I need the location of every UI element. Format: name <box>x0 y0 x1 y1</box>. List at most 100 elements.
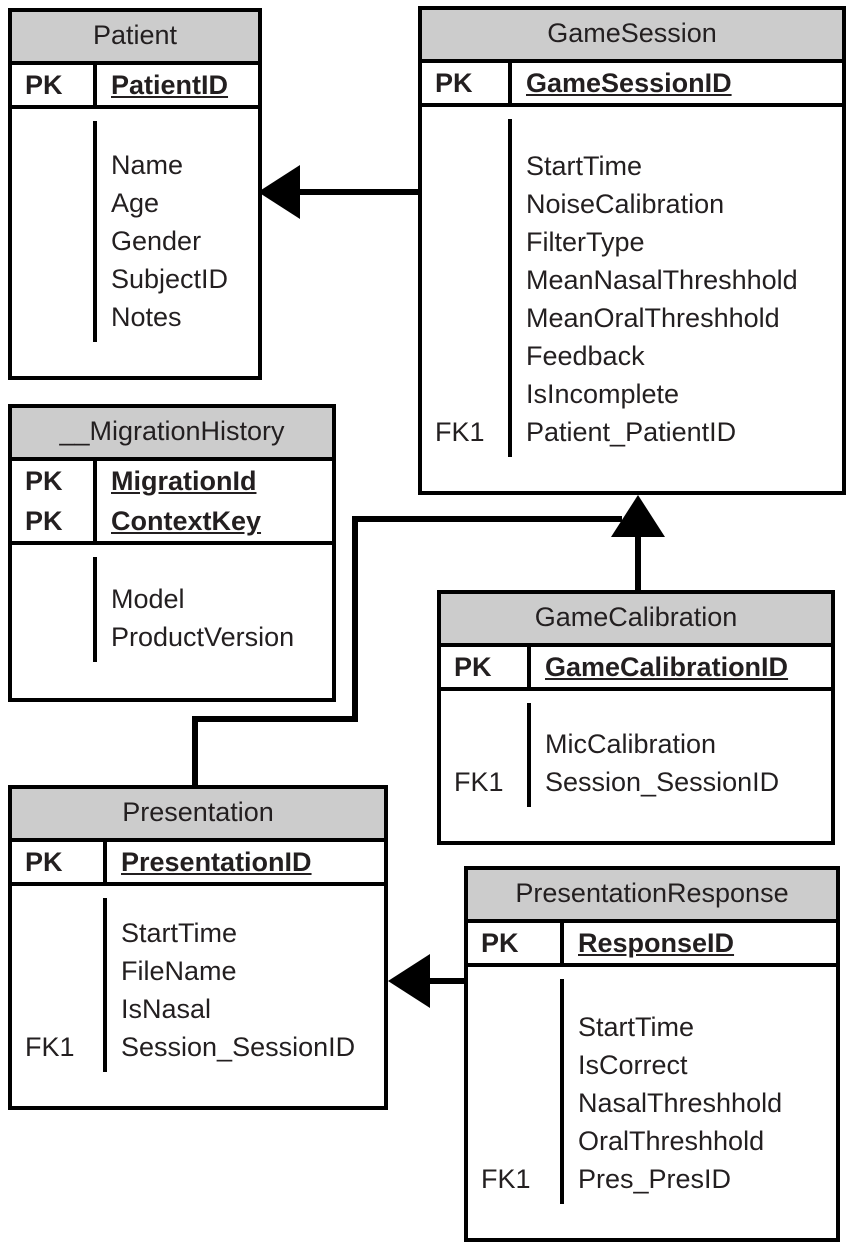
entity-gamecalibration-pk-section: PK GameCalibrationID <box>441 647 831 691</box>
pk-attr-column: ResponseID <box>564 923 836 963</box>
pk-key-column: PK <box>468 923 564 963</box>
attribute-row: SubjectID <box>111 264 229 294</box>
attribute-row: Notes <box>111 302 182 332</box>
entity-migrationhistory-attr-section: Model ProductVersion <box>12 545 332 662</box>
pk-label: PK <box>435 68 473 98</box>
attribute-row: FileName <box>121 956 237 986</box>
entity-gamecalibration-title: GameCalibration <box>441 594 831 647</box>
pk-key-column: PK <box>12 842 107 882</box>
entity-migrationhistory[interactable]: __MigrationHistory PK PK MigrationId Con… <box>8 404 336 702</box>
entity-gamesession-title: GameSession <box>422 10 842 63</box>
attribute-row: NoiseCalibration <box>526 189 725 219</box>
entity-gamecalibration[interactable]: GameCalibration PK GameCalibrationID FK1… <box>437 590 835 845</box>
pk-key-column: PK PK <box>12 461 97 541</box>
attribute-row: NasalThreshhold <box>578 1088 783 1118</box>
attribute-row: IsNasal <box>121 994 212 1024</box>
attr-column: Model ProductVersion <box>97 557 332 662</box>
rel-presentationresponse-presentation-line <box>428 978 468 984</box>
pk-key-column: PK <box>422 63 512 103</box>
rel-presentation-gamesession-segment-middle <box>192 716 358 722</box>
rel-presentation-gamesession-segment-left <box>192 716 198 788</box>
attribute-row: Age <box>111 188 160 218</box>
fk-label: FK1 <box>25 1032 75 1062</box>
rel-presentationresponse-presentation-arrowhead <box>388 954 430 1008</box>
attribute-row: Session_SessionID <box>121 1032 356 1062</box>
attribute-row: IsIncomplete <box>526 379 680 409</box>
attribute-row: Pres_PresID <box>578 1164 732 1194</box>
pk-label: PK <box>454 652 492 682</box>
attribute-row: StartTime <box>121 918 238 948</box>
entity-patient-pk-section: PK PatientID <box>12 65 258 109</box>
entity-presentation[interactable]: Presentation PK PresentationID FK1 Start… <box>8 785 388 1110</box>
pk-attribute: GameSessionID <box>526 68 732 98</box>
attribute-row: Gender <box>111 226 202 256</box>
pk-attribute: PresentationID <box>121 847 312 877</box>
entity-gamesession-pk-section: PK GameSessionID <box>422 63 842 107</box>
fk-label: FK1 <box>435 417 485 447</box>
pk-attr-column: PatientID <box>97 65 258 105</box>
fk-label: FK1 <box>454 767 504 797</box>
attr-key-column: FK1 <box>441 703 531 807</box>
entity-presentationresponse[interactable]: PresentationResponse PK ResponseID FK1 S… <box>464 866 840 1242</box>
attr-key-column <box>12 121 97 342</box>
entity-presentationresponse-pk-section: PK ResponseID <box>468 923 836 967</box>
entity-presentationresponse-title: PresentationResponse <box>468 870 836 923</box>
entity-gamesession[interactable]: GameSession PK GameSessionID FK1 StartTi… <box>418 6 846 495</box>
attribute-row: StartTime <box>526 151 643 181</box>
pk-attribute: PatientID <box>111 70 229 100</box>
attribute-row: MeanOralThreshhold <box>526 303 780 333</box>
attr-column: StartTime NoiseCalibration FilterType Me… <box>512 119 842 457</box>
attribute-row: MicCalibration <box>545 729 717 759</box>
entity-presentation-pk-section: PK PresentationID <box>12 842 384 886</box>
attr-column: MicCalibration Session_SessionID <box>531 703 831 807</box>
pk-attr-column: GameCalibrationID <box>531 647 831 687</box>
pk-label: PK <box>25 466 63 496</box>
attribute-row: ProductVersion <box>111 622 295 652</box>
attribute-row: FilterType <box>526 227 645 257</box>
rel-presentation-gamesession-segment-top <box>352 516 622 522</box>
pk-attribute: MigrationId <box>111 466 257 496</box>
entity-migrationhistory-pk-section: PK PK MigrationId ContextKey <box>12 461 332 545</box>
pk-attr-column: MigrationId ContextKey <box>97 461 332 541</box>
attribute-row: StartTime <box>578 1012 695 1042</box>
pk-key-column: PK <box>441 647 531 687</box>
attr-key-column <box>12 557 97 662</box>
pk-attr-column: GameSessionID <box>512 63 842 103</box>
attribute-row: IsCorrect <box>578 1050 688 1080</box>
rel-gamesession-patient-arrowhead <box>258 165 300 219</box>
pk-attribute: GameCalibrationID <box>545 652 789 682</box>
pk-label: PK <box>25 847 63 877</box>
pk-label: PK <box>25 70 63 100</box>
attribute-row: Model <box>111 584 185 614</box>
attr-key-column: FK1 <box>468 979 564 1204</box>
rel-gamecalibration-gamesession-line <box>635 536 641 594</box>
rel-presentation-gamesession-segment-right <box>352 516 358 722</box>
entity-migrationhistory-title: __MigrationHistory <box>12 408 332 461</box>
attribute-row: OralThreshhold <box>578 1126 765 1156</box>
attribute-row: Session_SessionID <box>545 767 780 797</box>
rel-gamecalibration-gamesession-arrowhead <box>611 495 665 537</box>
attr-column: StartTime IsCorrect NasalThreshhold Oral… <box>564 979 836 1204</box>
pk-label: PK <box>481 928 519 958</box>
pk-attr-column: PresentationID <box>107 842 384 882</box>
attribute-row: Name <box>111 150 184 180</box>
pk-attribute: ContextKey <box>111 506 262 536</box>
attr-column: Name Age Gender SubjectID Notes <box>97 121 258 342</box>
entity-presentation-title: Presentation <box>12 789 384 842</box>
fk-label: FK1 <box>481 1164 531 1194</box>
pk-attribute: ResponseID <box>578 928 735 958</box>
attr-column: StartTime FileName IsNasal Session_Sessi… <box>107 898 384 1072</box>
entity-presentationresponse-attr-section: FK1 StartTime IsCorrect NasalThreshhold … <box>468 967 836 1204</box>
entity-patient[interactable]: Patient PK PatientID Name Age Gender Sub… <box>8 8 262 380</box>
pk-label: PK <box>25 506 63 536</box>
attribute-row: Patient_PatientID <box>526 417 737 447</box>
pk-key-column: PK <box>12 65 97 105</box>
entity-gamecalibration-attr-section: FK1 MicCalibration Session_SessionID <box>441 691 831 807</box>
entity-patient-title: Patient <box>12 12 258 65</box>
entity-patient-attr-section: Name Age Gender SubjectID Notes <box>12 109 258 342</box>
attr-key-column: FK1 <box>422 119 512 457</box>
attr-key-column: FK1 <box>12 898 107 1072</box>
entity-gamesession-attr-section: FK1 StartTime NoiseCalibration FilterTyp… <box>422 107 842 457</box>
entity-presentation-attr-section: FK1 StartTime FileName IsNasal Session_S… <box>12 886 384 1072</box>
